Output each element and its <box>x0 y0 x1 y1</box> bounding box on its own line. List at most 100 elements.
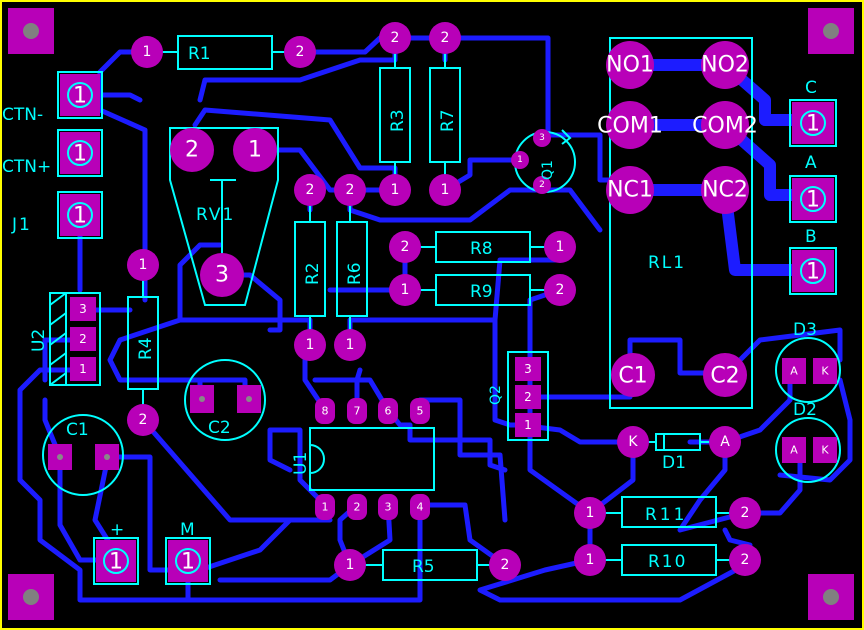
label-plus: + <box>110 520 124 540</box>
svg-text:1: 1 <box>524 418 532 432</box>
svg-text:1: 1 <box>401 282 410 298</box>
svg-text:3: 3 <box>215 263 229 288</box>
pad-r7-2 <box>429 22 461 54</box>
connector-labels: CTN- CTN+ + M C A B <box>2 78 817 540</box>
label-r1: R1 <box>188 44 211 64</box>
pad-rv1-2 <box>170 128 214 172</box>
svg-text:1: 1 <box>139 257 148 273</box>
relay-c2-label: C2 <box>710 364 739 389</box>
label-rv1: RV1 <box>196 205 235 225</box>
label-u1: U1 <box>291 452 311 475</box>
label-d3: D3 <box>793 320 817 340</box>
relay-com1-label: COM1 <box>597 114 663 139</box>
svg-text:1: 1 <box>306 337 315 353</box>
relay-nc1-label: NC1 <box>607 178 653 203</box>
svg-text:4: 4 <box>417 501 424 514</box>
svg-text:2: 2 <box>501 557 510 573</box>
c2-body <box>184 359 266 441</box>
svg-text:K: K <box>821 444 829 457</box>
svg-text:1: 1 <box>322 501 329 514</box>
svg-text:1: 1 <box>346 337 355 353</box>
svg-text:2: 2 <box>741 552 750 568</box>
designators: R1 R3 R7 R2 R6 R8 R9 R4 R5 R11 R10 RV1 Q… <box>11 44 817 577</box>
label-b: B <box>805 227 817 247</box>
svg-text:2: 2 <box>539 180 545 190</box>
pad-r3-2 <box>379 22 411 54</box>
svg-text:2: 2 <box>185 138 199 163</box>
svg-text:1: 1 <box>806 260 820 285</box>
svg-text:1: 1 <box>73 84 87 109</box>
svg-text:1: 1 <box>586 552 595 568</box>
svg-text:2: 2 <box>354 501 361 514</box>
svg-text:8: 8 <box>322 405 329 418</box>
svg-text:1: 1 <box>79 362 87 376</box>
label-d2: D2 <box>793 400 817 420</box>
label-ctn-minus: CTN- <box>2 105 43 125</box>
label-r4: R4 <box>136 337 156 360</box>
svg-text:1: 1 <box>391 182 400 198</box>
c1-body <box>42 414 124 496</box>
label-r5: R5 <box>412 557 435 577</box>
svg-text:2: 2 <box>139 412 148 428</box>
label-r6: R6 <box>345 262 365 285</box>
svg-text:1: 1 <box>441 182 450 198</box>
pad-r1-1 <box>131 36 163 68</box>
label-r10: R10 <box>648 552 687 572</box>
svg-text:3: 3 <box>385 501 392 514</box>
relay-c1-label: C1 <box>618 364 647 389</box>
svg-text:2: 2 <box>306 182 315 198</box>
label-r11: R11 <box>645 505 687 525</box>
svg-text:2: 2 <box>391 30 400 46</box>
label-d1: D1 <box>662 453 686 473</box>
svg-text:1: 1 <box>586 505 595 521</box>
svg-text:2: 2 <box>556 282 565 298</box>
label-ctn-plus: CTN+ <box>2 157 51 177</box>
svg-text:1: 1 <box>73 142 87 167</box>
pad-rv1-1 <box>233 128 277 172</box>
svg-text:A: A <box>790 444 798 457</box>
label-c: C <box>805 78 817 98</box>
svg-text:1: 1 <box>109 550 123 575</box>
q2-body <box>507 351 549 441</box>
svg-text:1: 1 <box>346 557 355 573</box>
silkscreen <box>8 8 854 620</box>
d3-body <box>775 337 841 403</box>
svg-text:2: 2 <box>741 505 750 521</box>
svg-text:2: 2 <box>441 30 450 46</box>
svg-text:3: 3 <box>539 133 545 143</box>
relay-no2-label: NO2 <box>701 53 749 78</box>
svg-text:1: 1 <box>248 138 262 163</box>
label-q2: Q2 <box>488 385 504 405</box>
label-j1: J1 <box>11 215 32 235</box>
svg-text:2: 2 <box>401 239 410 255</box>
svg-text:A: A <box>720 434 730 450</box>
u1-body <box>309 427 435 491</box>
label-r2: R2 <box>303 262 323 285</box>
svg-text:5: 5 <box>417 405 424 418</box>
svg-text:K: K <box>821 365 829 378</box>
label-r9: R9 <box>470 282 493 302</box>
label-c1: C1 <box>66 420 89 440</box>
relay-no1-label: NO1 <box>606 53 654 78</box>
label-r8: R8 <box>470 239 493 259</box>
svg-text:1: 1 <box>556 239 565 255</box>
svg-text:A: A <box>790 365 798 378</box>
pad-r7-1 <box>429 174 461 206</box>
label-rl1: RL1 <box>648 253 686 273</box>
svg-text:6: 6 <box>385 405 392 418</box>
label-a: A <box>805 153 817 173</box>
svg-text:2: 2 <box>524 390 532 404</box>
relay-com2-label: COM2 <box>692 114 758 139</box>
svg-text:2: 2 <box>296 44 305 60</box>
svg-text:3: 3 <box>79 302 87 316</box>
svg-text:1: 1 <box>181 550 195 575</box>
pad-rv1-3 <box>200 253 244 297</box>
label-q1: Q1 <box>540 160 556 180</box>
svg-text:1: 1 <box>806 112 820 137</box>
relay-nc2-label: NC2 <box>702 178 748 203</box>
svg-text:2: 2 <box>346 182 355 198</box>
svg-text:7: 7 <box>354 405 361 418</box>
label-r3: R3 <box>388 109 408 132</box>
svg-text:2: 2 <box>79 332 87 346</box>
